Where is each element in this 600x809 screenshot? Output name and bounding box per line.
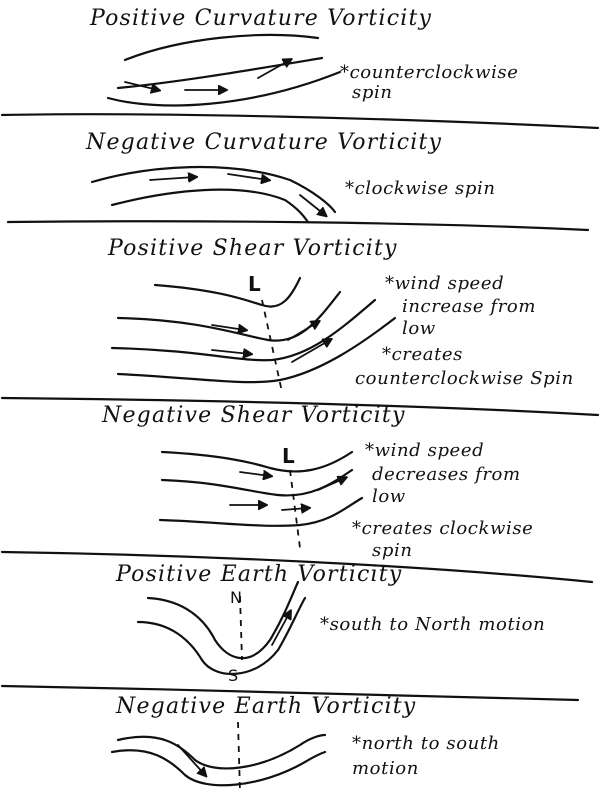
panel4-note-line3: low: [372, 486, 406, 507]
panel3-note-line5: counterclockwise Spin: [355, 368, 574, 389]
panel2-title: Negative Curvature Vorticity: [86, 130, 443, 155]
panel6-note-line2: motion: [352, 758, 419, 779]
divider-4: [0, 550, 594, 584]
panel4-note-line1: *wind speed: [365, 440, 485, 461]
panel5-streamlines: [136, 580, 307, 676]
panel3-note-line2: increase from: [402, 296, 537, 317]
panel4-low-label: L: [282, 444, 295, 468]
panel6-title: Negative Earth Vorticity: [116, 694, 417, 719]
panel4-note-line5: spin: [372, 540, 413, 561]
panel1-note-line1: *counterclockwise: [340, 62, 519, 83]
panel1-streamlines: [106, 33, 342, 107]
panel4-title: Negative Shear Vorticity: [102, 403, 406, 428]
panel5-note-line1: *south to North motion: [320, 614, 546, 635]
panel6-note-line1: *north to south: [352, 733, 500, 754]
panel3-note-line1: *wind speed: [385, 273, 505, 294]
panel4-streamlines: [158, 450, 364, 549]
panel1-note-line2: spin: [352, 82, 393, 103]
panel3-low-label: L: [248, 272, 261, 296]
panel5-south-label: S: [228, 666, 239, 685]
panel3-note-line4: *creates: [382, 344, 463, 365]
panel4-note-line4: *creates clockwise: [352, 518, 534, 539]
divider-5: [0, 684, 580, 702]
panel3-title: Positive Shear Vorticity: [108, 236, 398, 261]
divider-1: [0, 113, 600, 130]
panel5-north-label: N: [230, 588, 242, 607]
panel2-note-line1: *clockwise spin: [345, 178, 496, 199]
divider-3: [0, 396, 600, 417]
panel6-streamlines: [110, 721, 327, 793]
panel2-streamlines: [90, 165, 337, 224]
panel3-note-line3: low: [402, 318, 436, 339]
panel5-title: Positive Earth Vorticity: [116, 562, 403, 587]
panel3-streamlines: [110, 276, 397, 393]
panel1-title: Positive Curvature Vorticity: [90, 6, 433, 31]
divider-2: [6, 220, 590, 232]
panel4-note-line2: decreases from: [372, 464, 521, 485]
